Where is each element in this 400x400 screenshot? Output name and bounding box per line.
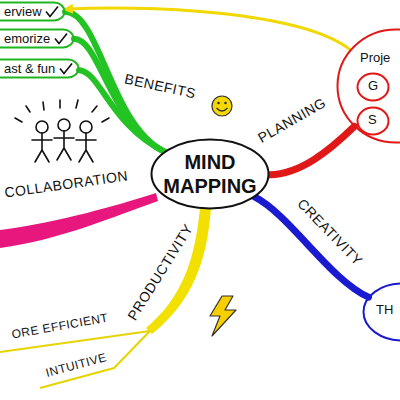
ellipse-node: S [356,106,390,136]
node-shape [152,140,269,209]
check-mark [46,7,58,17]
bubble-node: erview [0,1,66,22]
ellipse-node: MIND MAPPING [150,138,270,210]
lightning-icon [210,296,236,336]
node-text: TH [376,302,400,317]
check-mark [55,34,67,44]
branch-label: PLANNING [255,94,328,146]
node-text: emorize [4,31,51,46]
ellipse-node: TH [362,282,400,342]
smiley-icon [212,96,232,116]
people-icon [15,100,109,162]
node-text: G [368,78,390,93]
collaboration-branch [0,193,158,248]
branch-label: COLLABORATION [3,167,129,200]
branch-label: BENEFITS [123,71,197,102]
branch-label: ORE EFFICIENT [11,311,110,342]
node-text: erview [4,4,42,19]
leader-line [40,331,150,388]
branch-connector [74,39,165,152]
branch-connector [65,8,350,50]
node-text: MIND MAPPING [162,150,258,198]
node-text: ast & fun [4,61,56,76]
bubble-node: emorize [0,28,75,49]
ellipse-node: ProjeG S [336,28,400,144]
branch-label: PRODUCTIVITY [124,221,196,323]
node-outline [150,138,270,210]
node-text: Proje [360,50,400,65]
node-shape [0,60,79,78]
node-shape [0,3,65,21]
ellipse-node: G [356,72,390,102]
node-shape [338,30,400,143]
branch-label: CREATIVITY [294,195,366,268]
node-shape [0,30,74,48]
branch-label: INTUITIVE [44,350,108,380]
bubble-node: ast & fun [0,58,80,79]
check-mark [60,64,72,74]
node-text: S [368,112,390,127]
